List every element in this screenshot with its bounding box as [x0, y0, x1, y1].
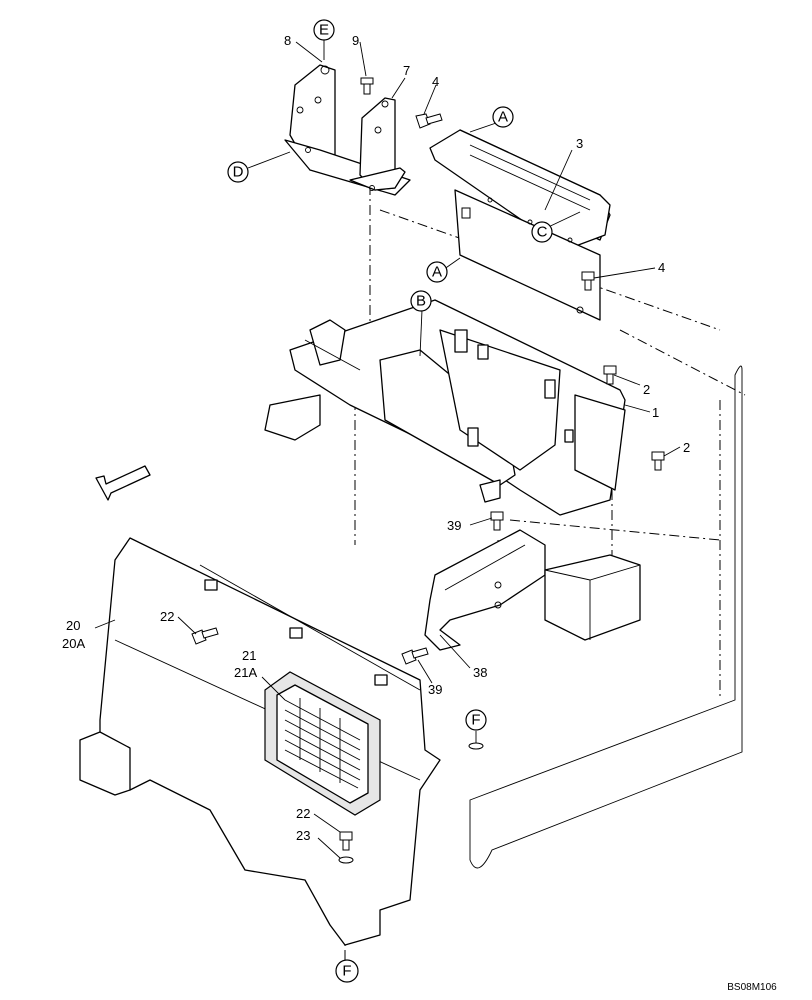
- svg-text:C: C: [537, 224, 548, 241]
- svg-text:B: B: [416, 293, 426, 310]
- label-part-1: 1: [652, 405, 659, 420]
- bolt-part-9: [360, 77, 374, 95]
- svg-text:F: F: [471, 712, 480, 729]
- part-number-labels: 8 9 7 4 3 4 2 1 2 39 38 39 22 20 20A 21 …: [62, 33, 690, 843]
- main-frame-part-1: [264, 299, 626, 516]
- support-block-right: [544, 554, 641, 641]
- callout-C: C: [531, 221, 553, 243]
- callout-E: E: [313, 19, 335, 41]
- callout-F-bottom: F: [335, 959, 359, 983]
- svg-text:F: F: [342, 963, 351, 980]
- grille-part-21: [264, 671, 381, 816]
- leader-lines: [94, 35, 681, 859]
- label-part-39-upper: 39: [447, 518, 461, 533]
- bolt-part-39-lower: [401, 647, 429, 665]
- label-part-3: 3: [576, 136, 583, 151]
- label-part-20: 20: [66, 618, 80, 633]
- callout-A-upper: A: [492, 106, 514, 128]
- svg-text:A: A: [432, 264, 442, 281]
- bolt-part-39-upper: [490, 511, 504, 531]
- svg-text:A: A: [498, 109, 508, 126]
- drawing-code: BS08M106: [727, 982, 777, 993]
- bolt-part-4-upper: [415, 113, 443, 129]
- bolt-part-4-lower: [581, 271, 595, 291]
- svg-text:D: D: [233, 164, 244, 181]
- label-part-8: 8: [284, 33, 291, 48]
- label-part-21a: 21A: [234, 665, 257, 680]
- label-part-21: 21: [242, 648, 256, 663]
- label-part-9: 9: [352, 33, 359, 48]
- label-part-22-left: 22: [160, 609, 174, 624]
- callout-F-right: F: [465, 709, 487, 731]
- callout-A-lower: A: [426, 261, 448, 283]
- bolt-part-2-upper: [603, 365, 617, 385]
- label-part-20a: 20A: [62, 636, 85, 651]
- cover-panel-part-20: [79, 537, 441, 946]
- label-part-2-lower: 2: [683, 440, 690, 455]
- label-part-2-upper: 2: [643, 382, 650, 397]
- washer-part-23: [338, 856, 354, 864]
- machine-frame-outline: [469, 329, 746, 869]
- bolt-part-22-lower: [339, 831, 353, 851]
- svg-text:E: E: [319, 22, 329, 39]
- label-part-4-lower: 4: [658, 260, 665, 275]
- label-part-23: 23: [296, 828, 310, 843]
- label-part-38: 38: [473, 665, 487, 680]
- front-direction-arrow: [95, 465, 151, 501]
- callout-D: D: [227, 161, 249, 183]
- rail-bracket-part-3: [429, 129, 611, 321]
- bolt-part-2-lower: [651, 451, 665, 471]
- label-part-22-lower: 22: [296, 806, 310, 821]
- callout-B: B: [410, 290, 432, 312]
- label-part-4-upper: 4: [432, 74, 439, 89]
- bracket-part-38: [424, 529, 546, 651]
- washer-F: [468, 742, 484, 750]
- bracket-part-8: [284, 64, 411, 196]
- label-part-39-lower: 39: [428, 682, 442, 697]
- label-part-7: 7: [403, 63, 410, 78]
- reference-callouts: E D A C A B F F: [227, 19, 553, 983]
